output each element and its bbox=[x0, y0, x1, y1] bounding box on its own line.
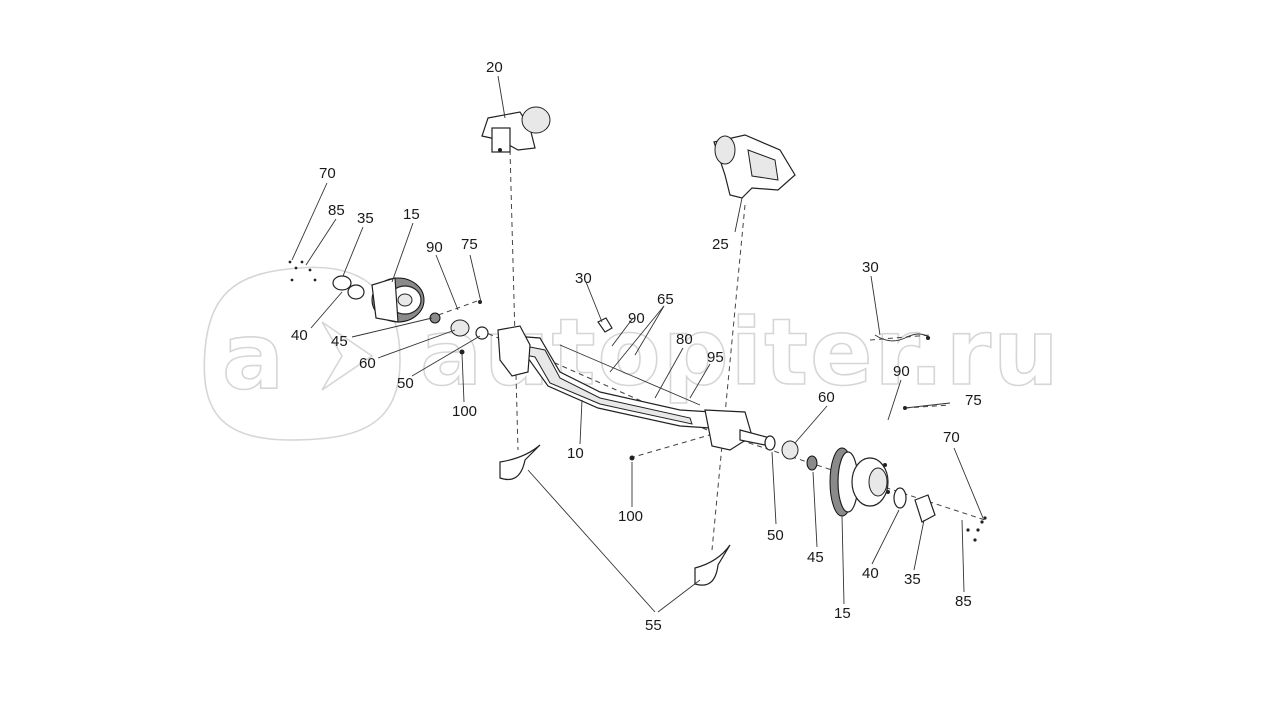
callout-65: 65 bbox=[657, 291, 674, 308]
callout-15-left: 15 bbox=[403, 206, 420, 223]
callout-95: 95 bbox=[707, 349, 724, 366]
callout-25: 25 bbox=[712, 236, 729, 253]
callout-30-left: 30 bbox=[575, 270, 592, 287]
right-bolts bbox=[966, 516, 987, 542]
callout-90-left: 90 bbox=[426, 239, 443, 256]
callout-55: 55 bbox=[645, 617, 662, 634]
callout-20: 20 bbox=[486, 59, 503, 76]
left-hub-assembly bbox=[288, 260, 489, 355]
callout-45-left: 45 bbox=[331, 333, 348, 350]
callout-90-right: 90 bbox=[893, 363, 910, 380]
callout-80: 80 bbox=[676, 331, 693, 348]
callout-40-right: 40 bbox=[862, 565, 879, 582]
callout-labels: 20 25 70 85 35 15 90 75 40 45 60 50 100 … bbox=[291, 59, 982, 634]
callout-100-left: 100 bbox=[452, 403, 477, 420]
callout-70-right: 70 bbox=[943, 429, 960, 446]
callout-50-left: 50 bbox=[397, 375, 414, 392]
callout-75-left: 75 bbox=[461, 236, 478, 253]
callout-45-right: 45 bbox=[807, 549, 824, 566]
callout-85-right: 85 bbox=[955, 593, 972, 610]
callout-35-left: 35 bbox=[357, 210, 374, 227]
callout-60-right: 60 bbox=[818, 389, 835, 406]
part-20-steering-gear bbox=[481, 106, 551, 153]
callout-90-middle: 90 bbox=[628, 310, 645, 327]
watermark-chevron-icon bbox=[321, 321, 374, 391]
left-bolts bbox=[288, 260, 317, 282]
callout-70-left: 70 bbox=[319, 165, 336, 182]
callout-30-right: 30 bbox=[862, 259, 879, 276]
callout-85-left: 85 bbox=[328, 202, 345, 219]
callout-75-right: 75 bbox=[965, 392, 982, 409]
right-hub-assembly bbox=[629, 406, 987, 542]
callout-35-right: 35 bbox=[904, 571, 921, 588]
part-25-steering-gear bbox=[713, 134, 796, 199]
callout-15-right: 15 bbox=[834, 605, 851, 622]
part-10-axle-beam bbox=[497, 325, 771, 451]
part-55-shields bbox=[499, 444, 731, 586]
leader-lines bbox=[291, 75, 984, 613]
callout-100-right: 100 bbox=[618, 508, 643, 525]
callout-10: 10 bbox=[567, 445, 584, 462]
callout-40-left: 40 bbox=[291, 327, 308, 344]
watermark-logo-letter: a bbox=[222, 303, 286, 410]
callout-50-right: 50 bbox=[767, 527, 784, 544]
callout-60-left: 60 bbox=[359, 355, 376, 372]
